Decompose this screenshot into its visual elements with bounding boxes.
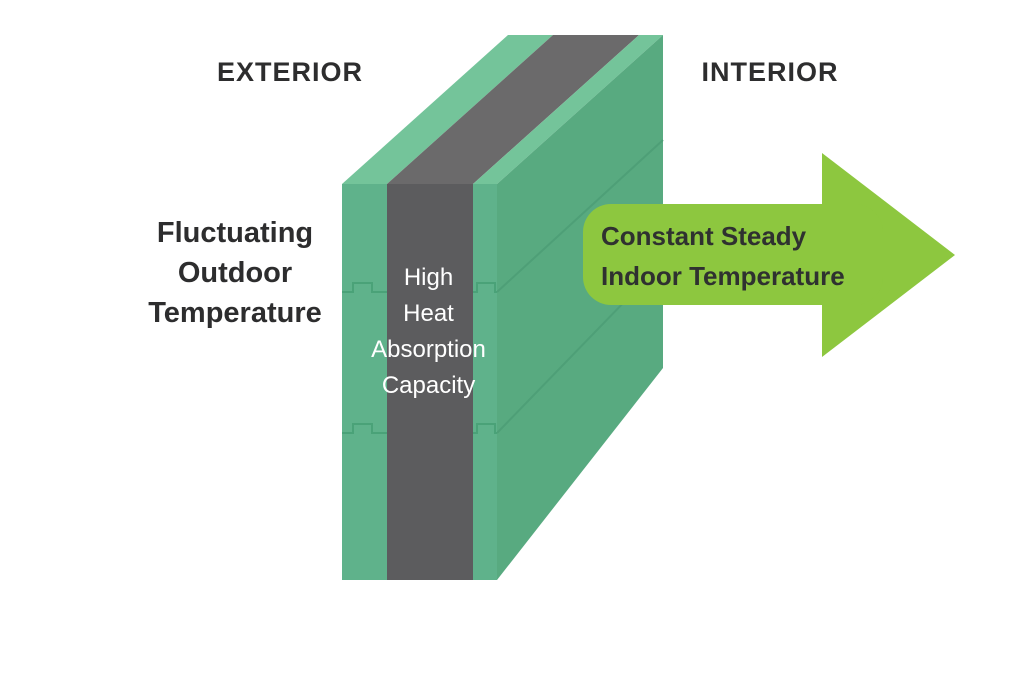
- indoor-arrow-body: [583, 204, 883, 305]
- outdoor-annotation-line-3: Temperature: [148, 297, 322, 329]
- indoor-arrow-head-icon: [822, 153, 955, 357]
- front-seam-upper-right: [470, 282, 497, 293]
- indoor-arrow-label: Constant Steady Indoor Temperature: [601, 216, 901, 296]
- wall-top-face-core-layer: [387, 35, 639, 184]
- wall-core-front-stripe: [387, 184, 473, 580]
- interior-zone-label: INTERIOR: [701, 57, 839, 87]
- outdoor-annotation-line-1: Fluctuating: [156, 217, 314, 249]
- wall-interior-face: [497, 35, 663, 580]
- interior-face-seam-upper: [496, 139, 664, 293]
- arrow-label-line-1: Constant Steady: [601, 221, 807, 251]
- outdoor-temperature-annotation: Fluctuating Outdoor Temperature: [125, 213, 345, 333]
- front-seam-lower-left: [342, 423, 390, 434]
- core-label-line-2: Heat: [403, 300, 454, 327]
- core-label-line-4: Capacity: [381, 372, 476, 399]
- outdoor-annotation-line-2: Outdoor: [177, 257, 293, 289]
- front-seam-upper-left: [342, 282, 390, 293]
- arrow-label-line-2: Indoor Temperature: [601, 261, 845, 291]
- wall-top-face-interior-layer: [473, 35, 663, 184]
- front-seam-lower-right: [470, 423, 497, 434]
- wall-top-face-exterior-layer: [342, 35, 553, 184]
- exterior-zone-label: EXTERIOR: [216, 57, 364, 87]
- wall-core-label: High Heat Absorption Capacity: [330, 260, 527, 404]
- core-label-line-1: High: [403, 264, 454, 291]
- core-label-line-3: Absorption: [371, 336, 486, 363]
